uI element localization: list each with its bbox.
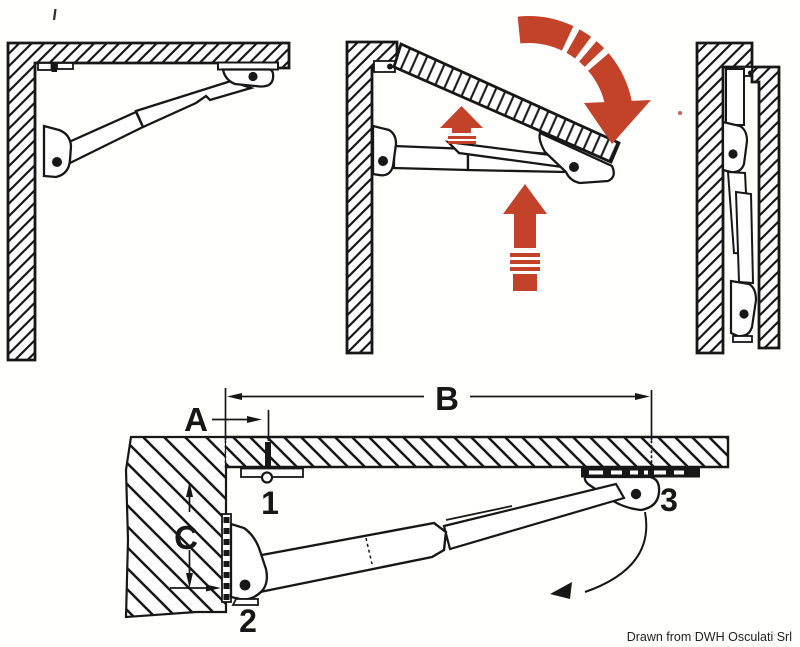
bracket-arm-rod [134, 79, 255, 129]
arm-edge-line [445, 505, 513, 521]
mount-position-arrow [170, 584, 221, 592]
pivot-point [569, 162, 579, 172]
panel-folding-motion [345, 16, 651, 355]
bracket-arm-tube [249, 521, 448, 594]
dimension-c: C [174, 482, 198, 588]
push-up-large-arrow-icon [503, 184, 547, 291]
rotate-down-arrow-icon [517, 16, 651, 144]
pivot-point [728, 149, 738, 159]
panel-folded-position [695, 41, 781, 355]
dimension-diagram: B A C 1 2 3 [124, 380, 730, 639]
plate-dashes [589, 470, 684, 475]
dimension-a-label: A [184, 401, 208, 438]
pivot-point [739, 309, 749, 319]
wall-section [345, 40, 399, 355]
table-hinge [37, 62, 74, 72]
wall-and-table-section [6, 41, 291, 362]
tilted-table-top [392, 42, 621, 164]
wall-section [695, 41, 754, 355]
pivot-point [630, 488, 642, 500]
fold-motion-arrow-icon [550, 511, 648, 599]
mount-plate-teeth [223, 517, 230, 600]
wall-mount-bracket-2 [221, 513, 269, 606]
folded-bracket-arm [721, 68, 758, 343]
dimension-b-label: B [435, 380, 459, 417]
bracket-arm-tube [58, 110, 145, 166]
folded-table-top [750, 65, 781, 350]
push-up-small-arrow-icon [440, 106, 483, 144]
wall-mount-bracket [721, 120, 749, 174]
scan-speck [678, 111, 682, 115]
credit-text: Drawn from DWH Osculati Srl [627, 630, 792, 644]
dimension-b: B [224, 380, 653, 468]
scan-tick-mark [52, 8, 57, 21]
pivot-point [239, 579, 251, 591]
dimension-a: A [184, 401, 270, 441]
table-mount-bracket [538, 131, 615, 185]
pivot-point [378, 156, 388, 166]
pivot-point [52, 157, 62, 167]
panel-open-position [6, 41, 291, 362]
table-mount-bracket [217, 61, 279, 88]
table-top [226, 435, 730, 469]
point-3-label: 3 [660, 482, 678, 518]
table-hinge-1 [240, 467, 304, 484]
wall-mount-bracket [42, 124, 73, 179]
dimension-c-label: C [174, 519, 198, 556]
wall-mount-bracket [371, 124, 398, 177]
point-2-label: 2 [239, 603, 257, 639]
pivot-point [248, 71, 258, 82]
table-mount-bracket [729, 279, 758, 338]
hinge-slot [265, 442, 271, 468]
bracket-arm-rod [442, 482, 626, 551]
point-1-label: 1 [261, 485, 279, 521]
tube-seam [365, 537, 373, 565]
table-hinge [373, 60, 396, 73]
